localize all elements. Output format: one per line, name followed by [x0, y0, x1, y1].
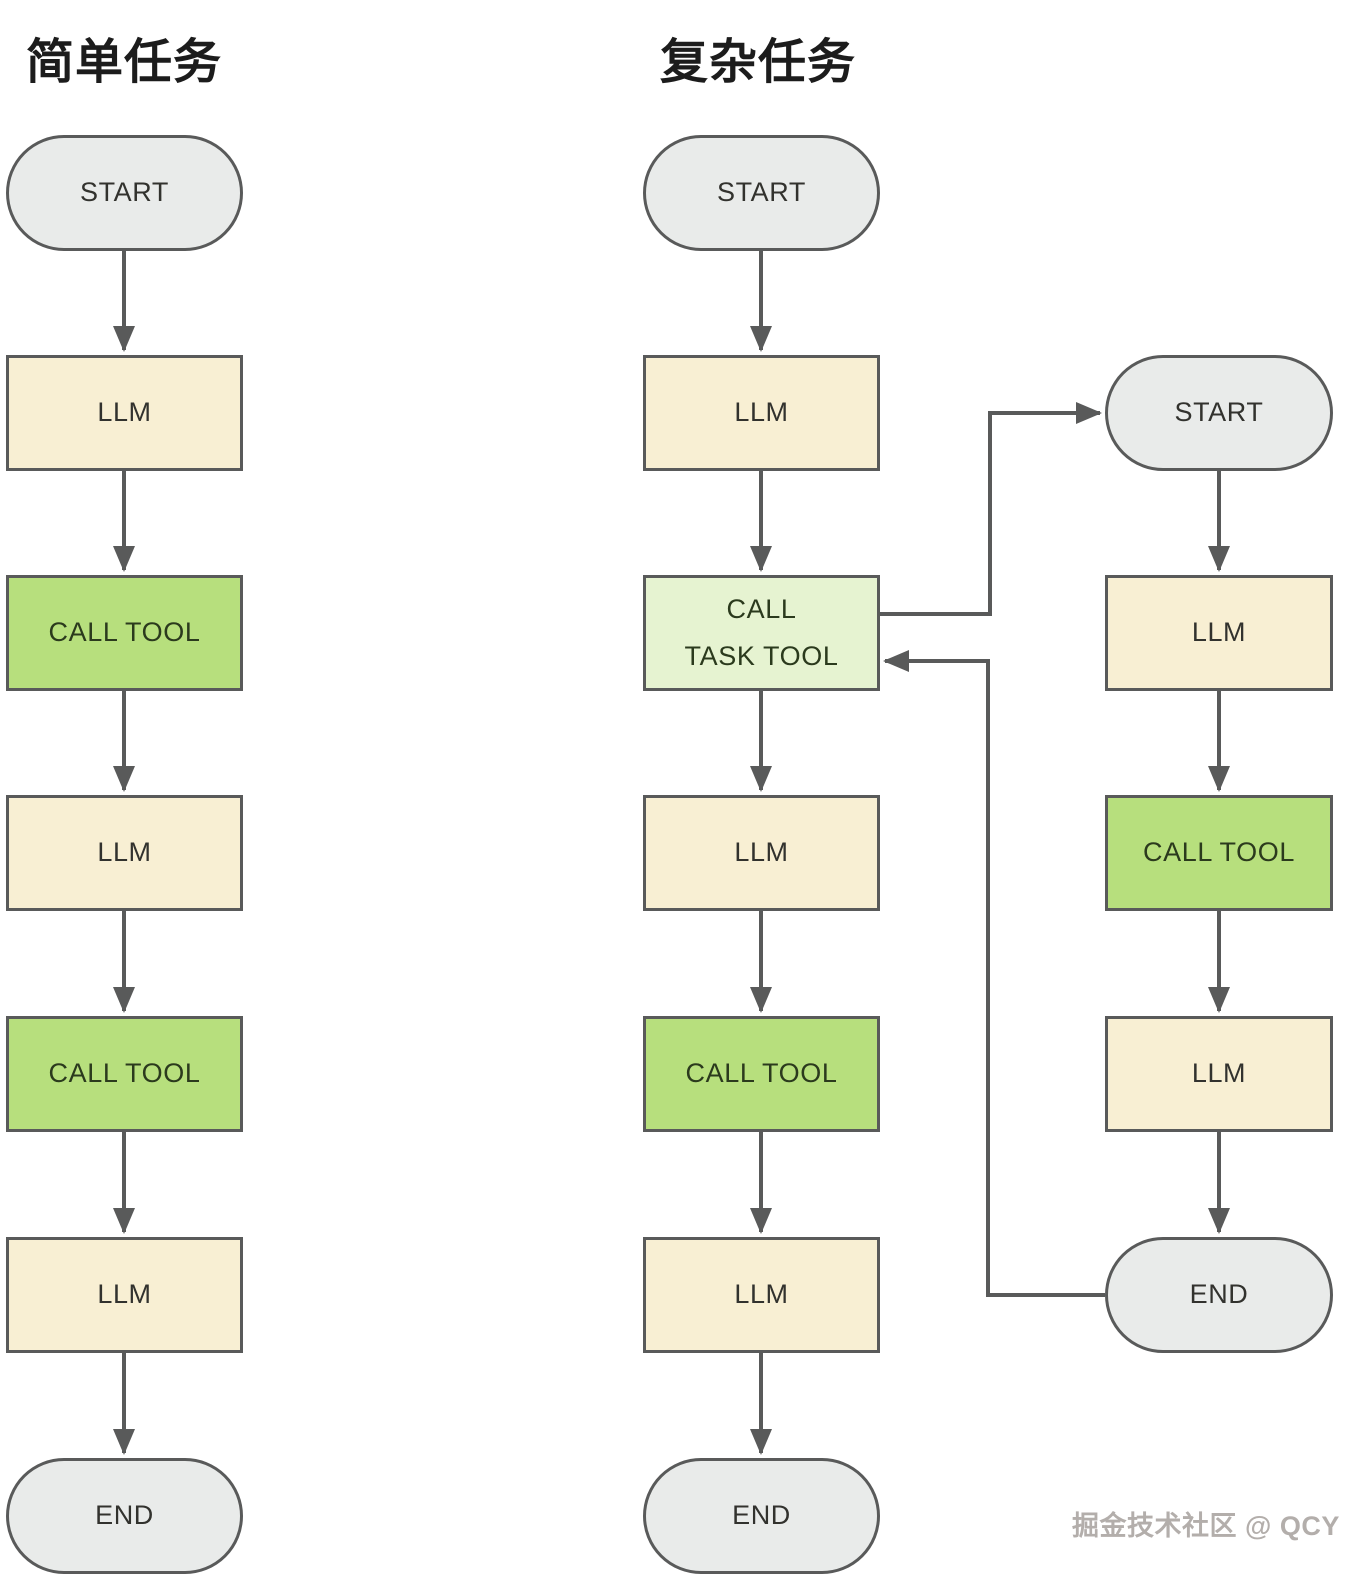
complex-task-title: 复杂任务	[660, 36, 857, 89]
complex-llm-node-1: LLM	[643, 355, 880, 471]
complex-end-node: END	[643, 1458, 880, 1574]
complex-call-task-tool-node: CALL TASK TOOL	[643, 575, 880, 691]
complex-llm-node-3: LLM	[643, 1237, 880, 1353]
subtask-llm-node-1: LLM	[1105, 575, 1333, 691]
simple-call-tool-node-1: CALL TOOL	[6, 575, 243, 691]
complex-start-node: START	[643, 135, 880, 251]
simple-llm-node-2: LLM	[6, 795, 243, 911]
simple-call-tool-node-2: CALL TOOL	[6, 1016, 243, 1132]
simple-task-title: 简单任务	[26, 36, 223, 89]
simple-end-node: END	[6, 1458, 243, 1574]
subtask-llm-node-2: LLM	[1105, 1016, 1333, 1132]
simple-llm-node-1: LLM	[6, 355, 243, 471]
edge-sub-end-to-tasktool	[883, 650, 1105, 1297]
subtask-start-node: START	[1105, 355, 1333, 471]
watermark-text: 掘金技术社区 @ QCY	[1072, 1511, 1340, 1541]
subtask-end-node: END	[1105, 1237, 1333, 1353]
subtask-call-tool-node: CALL TOOL	[1105, 795, 1333, 911]
simple-llm-node-3: LLM	[6, 1237, 243, 1353]
complex-call-tool-node: CALL TOOL	[643, 1016, 880, 1132]
edge-tasktool-to-sub-start	[880, 402, 1102, 616]
simple-start-node: START	[6, 135, 243, 251]
complex-llm-node-2: LLM	[643, 795, 880, 911]
